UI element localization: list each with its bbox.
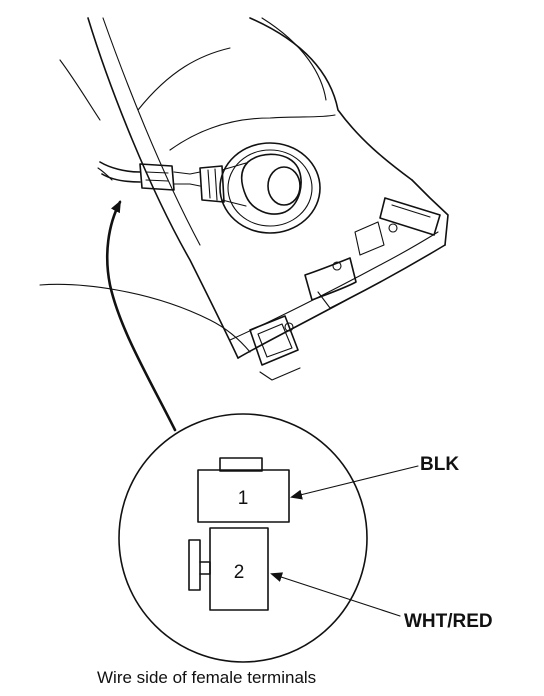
diagram-caption: Wire side of female terminals: [97, 668, 316, 687]
switch-assembly: [199, 142, 321, 234]
wire-color-wht-red: WHT/RED: [404, 611, 493, 632]
connector-face: 1 2: [188, 457, 290, 611]
blk-leader: [290, 465, 419, 500]
reference-line-top: [59, 59, 101, 121]
wht-red-leader: [270, 572, 401, 617]
connector-key-joint: [199, 561, 211, 575]
pin-1-cavity: [197, 469, 290, 523]
connector-key: [188, 539, 201, 591]
zoom-circle: [118, 413, 368, 663]
pin-2-label: 2: [234, 562, 245, 583]
dashboard-panel: [87, 17, 449, 381]
connector-latch: [219, 457, 263, 472]
reference-line-left: [39, 283, 251, 353]
callout-arrow: [105, 200, 177, 432]
pin-1-label: 1: [238, 488, 249, 509]
harness-connector: [97, 161, 201, 191]
wire-color-callouts: BLK WHT/RED: [270, 454, 493, 632]
wire-color-blk: BLK: [420, 454, 459, 475]
